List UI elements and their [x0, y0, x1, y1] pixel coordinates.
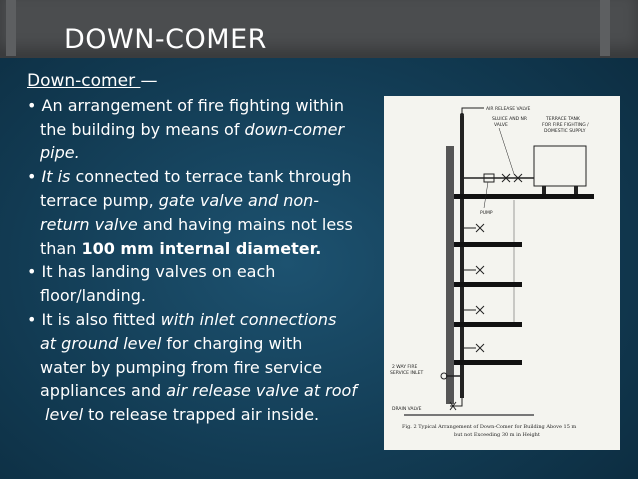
air-release-valve-icon: [460, 113, 464, 117]
drain-valve-icon: [449, 401, 457, 411]
label-sluice: VALVE: [494, 122, 508, 128]
text-span: and having mains not less: [137, 214, 353, 234]
tank-support: [574, 186, 578, 194]
text-span: terrace pump,: [40, 190, 159, 210]
label-air-release: AIR RELEASE VALVE: [486, 106, 530, 112]
pump-leader: [483, 181, 489, 209]
label-inlet: SERVICE INLET: [390, 370, 423, 376]
bullet-line: • It has landing valves on each: [27, 260, 392, 284]
italic-span: at ground level: [40, 333, 162, 353]
text-span: to release trapped air inside.: [83, 405, 320, 425]
landing-valve-icon: [464, 343, 485, 353]
down-comer-diagram: AIR RELEASE VALVE TERRACE TANK FOR FIRE …: [384, 96, 620, 450]
gate-valve-icon: [501, 173, 511, 183]
bullet-line: terrace pump, gate valve and non-: [27, 189, 392, 213]
heading-term: Down-comer: [27, 71, 141, 91]
italic-span: It is: [41, 167, 71, 187]
label-tank: FOR FIRE FIGHTING /: [542, 122, 589, 128]
floor-slab: [454, 322, 522, 327]
text-span: • An arrangement of fire fighting within: [27, 95, 344, 115]
floor-slab: [454, 282, 522, 287]
text-span: than: [40, 238, 82, 258]
landing-valve-icon: [464, 305, 485, 315]
text-span: appliances and: [40, 381, 167, 401]
bullet-line: appliances and air release valve at roof: [27, 379, 392, 403]
floor-slab: [454, 242, 522, 247]
bullet-line: at ground level for charging with: [27, 332, 392, 356]
label-inlet: 2 WAY FIRE: [392, 364, 417, 370]
terrace-tank: [533, 145, 587, 187]
diagram-svg: AIR RELEASE VALVE TERRACE TANK FOR FIRE …: [390, 106, 594, 438]
text-span: • It is also fitted: [27, 309, 161, 329]
figure-caption: Fig. 2 Typical Arrangement of Down-Comer…: [402, 424, 576, 430]
sluice-leader: [498, 127, 515, 175]
label-tank: TERRACE TANK: [545, 116, 581, 122]
drain-pipe: [450, 398, 463, 407]
italic-span: air release valve at roof: [166, 381, 357, 401]
label-pump: PUMP: [480, 210, 493, 216]
building-wall: [446, 146, 454, 404]
text-span: water by pumping from fire service: [40, 357, 323, 377]
bullet-line: the building by means of down-comer: [27, 118, 392, 142]
italic-span: down-comer: [244, 119, 345, 139]
inlet-coupling-icon: [440, 372, 448, 380]
nr-valve-icon: [513, 173, 523, 183]
title-bar: DOWN-COMER: [0, 0, 638, 58]
italic-span: gate valve and non-: [158, 190, 320, 210]
tank-support: [542, 186, 546, 194]
bullet-line: than 100 mm internal diameter.: [27, 237, 392, 261]
heading-dash: —: [140, 71, 158, 91]
text-span: for charging with: [161, 333, 303, 353]
text-span: •: [27, 167, 42, 187]
slide-body: Down-comer — • An arrangement of fire fi…: [27, 70, 392, 427]
slide-title: DOWN-COMER: [64, 24, 267, 55]
bullet-line: • It is connected to terrace tank throug…: [27, 165, 392, 189]
label-sluice: SLUICE AND NR: [492, 116, 527, 122]
landing-valve-icon: [464, 265, 485, 275]
text-span: the building by means of: [40, 119, 245, 139]
bullet-line: pipe.: [27, 141, 392, 165]
text-span: floor/landing.: [40, 286, 146, 306]
title-bar-stripe: [6, 0, 16, 56]
roof-slab: [454, 194, 594, 199]
bullet-line: • An arrangement of fire fighting within: [27, 94, 392, 118]
bullet-line: level to release trapped air inside.: [27, 403, 392, 427]
landing-valve-icon: [464, 223, 485, 233]
bold-span: 100 mm internal diameter.: [81, 238, 322, 258]
bullet-line: floor/landing.: [27, 284, 392, 308]
bullet-line: return valve and having mains not less: [27, 213, 392, 237]
down-comer-pipe: [460, 116, 464, 398]
floor-slab: [454, 360, 522, 365]
italic-span: level: [45, 405, 84, 425]
pump-icon: [483, 173, 495, 183]
air-release-leader: [461, 107, 484, 116]
italic-span: pipe.: [40, 143, 80, 163]
label-tank: DOMESTIC SUPPLY: [544, 128, 586, 134]
italic-span: return valve: [40, 214, 138, 234]
section-heading: Down-comer —: [27, 70, 392, 94]
bullet-line: water by pumping from fire service: [27, 356, 392, 380]
text-span: • It has landing valves on each: [27, 262, 276, 282]
text-span: connected to terrace tank through: [70, 167, 352, 187]
figure-caption: but not Exceeding 30 m in Height: [454, 432, 540, 438]
bullet-line: • It is also fitted with inlet connectio…: [27, 308, 392, 332]
italic-span: with inlet connections: [160, 309, 337, 329]
title-bar-stripe: [600, 0, 610, 56]
ground-line: [404, 414, 534, 416]
label-drain: DRAIN VALVE: [392, 406, 422, 412]
